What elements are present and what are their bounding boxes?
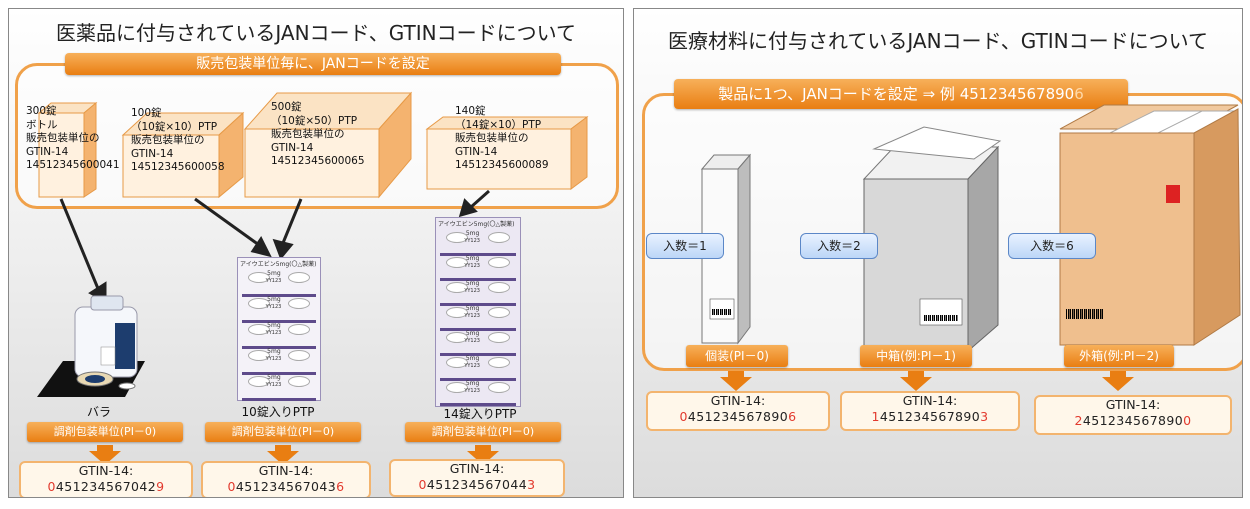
sales-box-2-text: 100錠 （10錠×10）PTP 販売包装単位の GTIN-14 1451234… <box>131 107 225 173</box>
unit-pill-bulk: 調剤包装単位(PI－0) <box>27 422 183 442</box>
callout-qty-2: 入数＝2 <box>800 233 878 259</box>
sales-box-2 <box>121 111 245 199</box>
down-arrow-single <box>720 371 752 391</box>
gtin-number: 04512345678906 <box>679 409 797 424</box>
gtin-label: GTIN-14: <box>1105 397 1161 412</box>
down-arrow-inner <box>900 371 932 391</box>
sales-box-4 <box>425 116 589 190</box>
pharma-graphics <box>37 91 589 397</box>
callout-qty-6: 入数＝6 <box>1008 233 1096 259</box>
down-arrow-ptp-10 <box>267 445 299 465</box>
caption-ptp-14: 14錠入りPTP <box>443 407 517 421</box>
pharma-title: 医薬品に付与されているJANコード、GTINコードについて <box>55 21 577 45</box>
inner-box <box>862 126 1002 353</box>
medical-material-panel: 医療材料に付与されているJANコード、GTINコードについて 製品に1つ、JAN… <box>633 8 1243 498</box>
gtin-single: GTIN-14: 04512345678906 <box>646 391 830 431</box>
unit-pill-single: 個装(PI－0) <box>686 345 788 367</box>
material-title: 医療材料に付与されているJANコード、GTINコードについて <box>667 29 1209 53</box>
caption-ptp-10: 10錠入りPTP <box>241 405 315 419</box>
material-graphics <box>700 104 1241 353</box>
unit-pill-inner: 中箱(例:PI－1) <box>860 345 972 367</box>
unit-pill-ptp-10: 調剤包装単位(PI－0) <box>205 422 361 442</box>
sales-box-4-text: 140錠 （14錠×10）PTP 販売包装単位の GTIN-14 1451234… <box>455 105 549 171</box>
pharma-banner: 販売包装単位毎に、JANコードを設定 <box>65 53 561 75</box>
gtin-outer: GTIN-14: 24512345678900 <box>1034 395 1232 435</box>
gtin-label: GTIN-14: <box>710 393 766 408</box>
callout-qty-1: 入数＝1 <box>646 233 724 259</box>
outer-box <box>1059 104 1241 346</box>
caption-bulk: バラ <box>86 405 111 419</box>
gtin-number: 04512345670429 <box>47 479 165 494</box>
gtin-ptp-14: GTIN-14: 04512345670443 <box>389 459 565 497</box>
gtin-number: 04512345670443 <box>418 477 536 492</box>
sales-box-1-text: 300錠 ボトル 販売包装単位の GTIN-14 14512345600041 <box>26 105 120 171</box>
pharma-panel: 医薬品に付与されているJANコード、GTINコードについて 販売包装単位毎に、J… <box>8 8 624 498</box>
down-arrow-bulk <box>89 445 121 465</box>
gtin-number: 04512345670436 <box>227 479 345 494</box>
sales-box-1 <box>37 101 98 198</box>
gtin-label: GTIN-14: <box>258 463 314 478</box>
down-arrow-outer <box>1102 371 1134 391</box>
gtin-bulk: GTIN-14: 04512345670429 <box>19 461 193 497</box>
gtin-label: GTIN-14: <box>902 393 958 408</box>
material-banner: 製品に1つ、JANコードを設定 ⇒ 例 4512345678906 <box>674 79 1128 109</box>
gtin-ptp-10: GTIN-14: 04512345670436 <box>201 461 371 497</box>
unit-pill-outer: 外箱(例:PI－2) <box>1064 345 1174 367</box>
sales-box-3 <box>243 91 413 199</box>
sales-box-3-text: 500錠 （10錠×50）PTP 販売包装単位の GTIN-14 1451234… <box>271 101 365 167</box>
gtin-inner: GTIN-14: 14512345678903 <box>840 391 1020 431</box>
pill-bottle <box>37 295 145 397</box>
gtin-number: 14512345678903 <box>871 409 989 424</box>
down-arrow-ptp-14 <box>467 445 499 465</box>
gtin-label: GTIN-14: <box>449 461 505 476</box>
gtin-label: GTIN-14: <box>78 463 134 478</box>
unit-pill-ptp-14: 調剤包装単位(PI－0) <box>405 422 561 442</box>
gtin-number: 24512345678900 <box>1074 413 1192 428</box>
